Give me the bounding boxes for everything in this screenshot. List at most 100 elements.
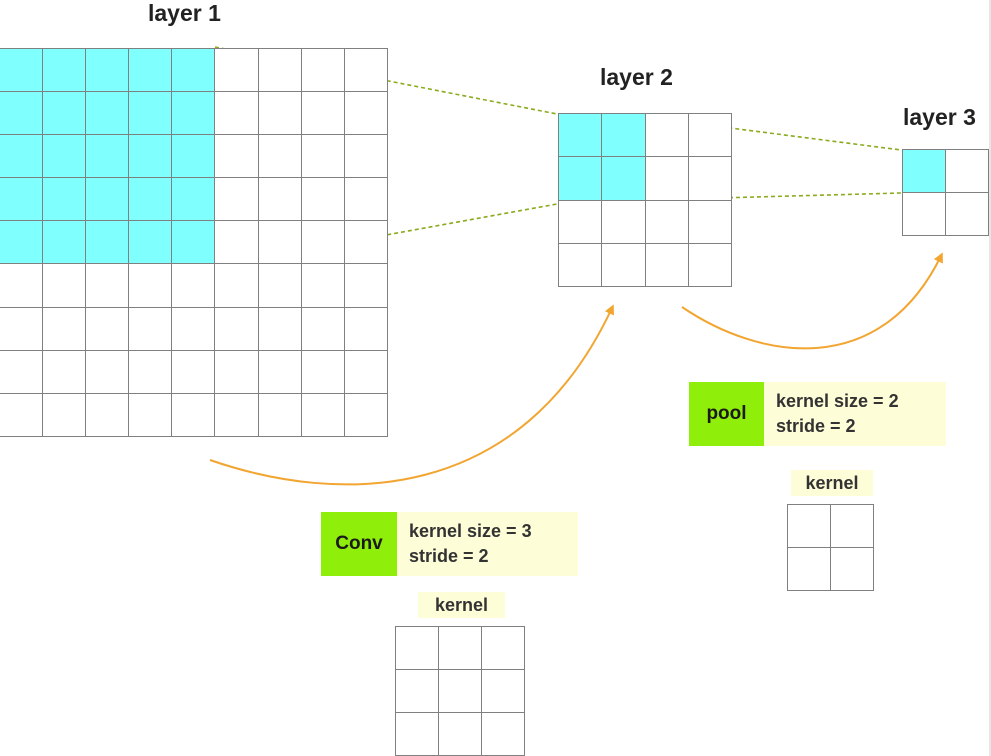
conv-kernel-cell (482, 627, 525, 670)
layer-1-cell (0, 135, 44, 179)
conv-kernel-cell (439, 713, 482, 756)
layer-1-cell (215, 178, 259, 222)
conv-kernel-cell (482, 713, 525, 756)
layer-2-cell (602, 243, 646, 287)
layer-1-cell (344, 307, 388, 351)
pool-kernel-cell (831, 548, 874, 591)
layer-1-cell (258, 350, 302, 394)
layer-1-cell (344, 221, 388, 265)
layer-1-cell (215, 307, 259, 351)
layer-1-cell (172, 307, 216, 351)
layer-1-cell (0, 264, 44, 308)
conv-kernel-cell (439, 627, 482, 670)
layer-1-cell (0, 393, 44, 437)
layer-1-cell (86, 264, 130, 308)
layer-2-cell (688, 157, 732, 201)
layer-1-cell (129, 92, 173, 136)
layer-3-cell (903, 193, 946, 236)
pool-arrow (681, 252, 943, 350)
layer-1-cell (129, 307, 173, 351)
layer-1-cell (172, 393, 216, 437)
layer-1-cell (215, 393, 259, 437)
layer-2-cell (645, 243, 689, 287)
layer-1-cell (129, 135, 173, 179)
layer-3-title: layer 3 (903, 104, 976, 130)
layer-2-cell (688, 200, 732, 244)
layer-1-cell (43, 135, 87, 179)
conv-stride: stride = 2 (409, 546, 489, 566)
layer-1-cell (258, 307, 302, 351)
layer-1-grid (0, 48, 388, 437)
layer-1-cell (258, 264, 302, 308)
layer-2-cell (559, 243, 603, 287)
layer-1-cell (172, 92, 216, 136)
layer-1-cell (258, 393, 302, 437)
layer-1-cell (172, 135, 216, 179)
pool-kernel-cell (831, 505, 874, 548)
layer-1-cell (43, 221, 87, 265)
layer-1-cell (43, 264, 87, 308)
layer-1-cell (344, 135, 388, 179)
layer-1-cell (86, 178, 130, 222)
layer-1-cell (258, 92, 302, 136)
layer-1-cell (43, 178, 87, 222)
layer-3-grid (902, 149, 989, 236)
layer-1-cell (301, 350, 345, 394)
layer-1-cell (172, 49, 216, 93)
layer-1-cell (301, 135, 345, 179)
layer-1-cell (43, 350, 87, 394)
layer-1-cell (86, 393, 130, 437)
layer-3-cell (946, 150, 989, 193)
layer-3-cell (903, 150, 946, 193)
layer-1-cell (129, 178, 173, 222)
layer-1-cell (86, 221, 130, 265)
layer-1-cell (43, 307, 87, 351)
pool-kernel-label: kernel (791, 470, 873, 496)
pool-kernel-cell (788, 548, 831, 591)
layer-1-cell (0, 350, 44, 394)
layer-1-cell (215, 221, 259, 265)
layer-1-cell (86, 350, 130, 394)
pool-kernel-size: kernel size = 2 (776, 391, 899, 411)
layer-1-cell (301, 221, 345, 265)
layer-1-cell (172, 178, 216, 222)
conv-kernel-label: kernel (418, 592, 505, 618)
layer-1-cell (129, 264, 173, 308)
layer-2-grid (558, 113, 732, 287)
layer-1-cell (172, 264, 216, 308)
layer-1-cell (301, 264, 345, 308)
layer-1-cell (301, 92, 345, 136)
layer-2-cell (645, 157, 689, 201)
conv-kernel-cell (439, 670, 482, 713)
layer-2-title: layer 2 (600, 64, 673, 90)
layer-1-cell (129, 221, 173, 265)
pool-label: pool (689, 382, 764, 446)
layer-1-cell (172, 350, 216, 394)
conv-kernel-cell (396, 670, 439, 713)
layer-2-cell (688, 114, 732, 158)
layer-2-cell (602, 114, 646, 158)
layer-1-cell (0, 49, 44, 93)
layer-1-cell (215, 264, 259, 308)
right-edge-divider (989, 0, 991, 756)
layer-1-cell (43, 49, 87, 93)
layer-3-cell (946, 193, 989, 236)
conv-params: kernel size = 3 stride = 2 (397, 512, 578, 576)
layer-1-cell (301, 393, 345, 437)
layer-1-cell (86, 49, 130, 93)
layer-2-cell (559, 200, 603, 244)
pool-kernel-cell (788, 505, 831, 548)
layer-1-cell (344, 178, 388, 222)
layer-1-cell (86, 307, 130, 351)
conv-kernel-cell (396, 627, 439, 670)
layer-1-cell (43, 393, 87, 437)
layer-1-title: layer 1 (148, 0, 221, 26)
layer-1-cell (344, 393, 388, 437)
layer-1-cell (129, 350, 173, 394)
conv-kernel-cell (396, 713, 439, 756)
layer-1-cell (301, 49, 345, 93)
layer-1-cell (86, 135, 130, 179)
conv-arrow (209, 304, 614, 486)
layer-1-cell (215, 350, 259, 394)
layer-1-cell (344, 49, 388, 93)
